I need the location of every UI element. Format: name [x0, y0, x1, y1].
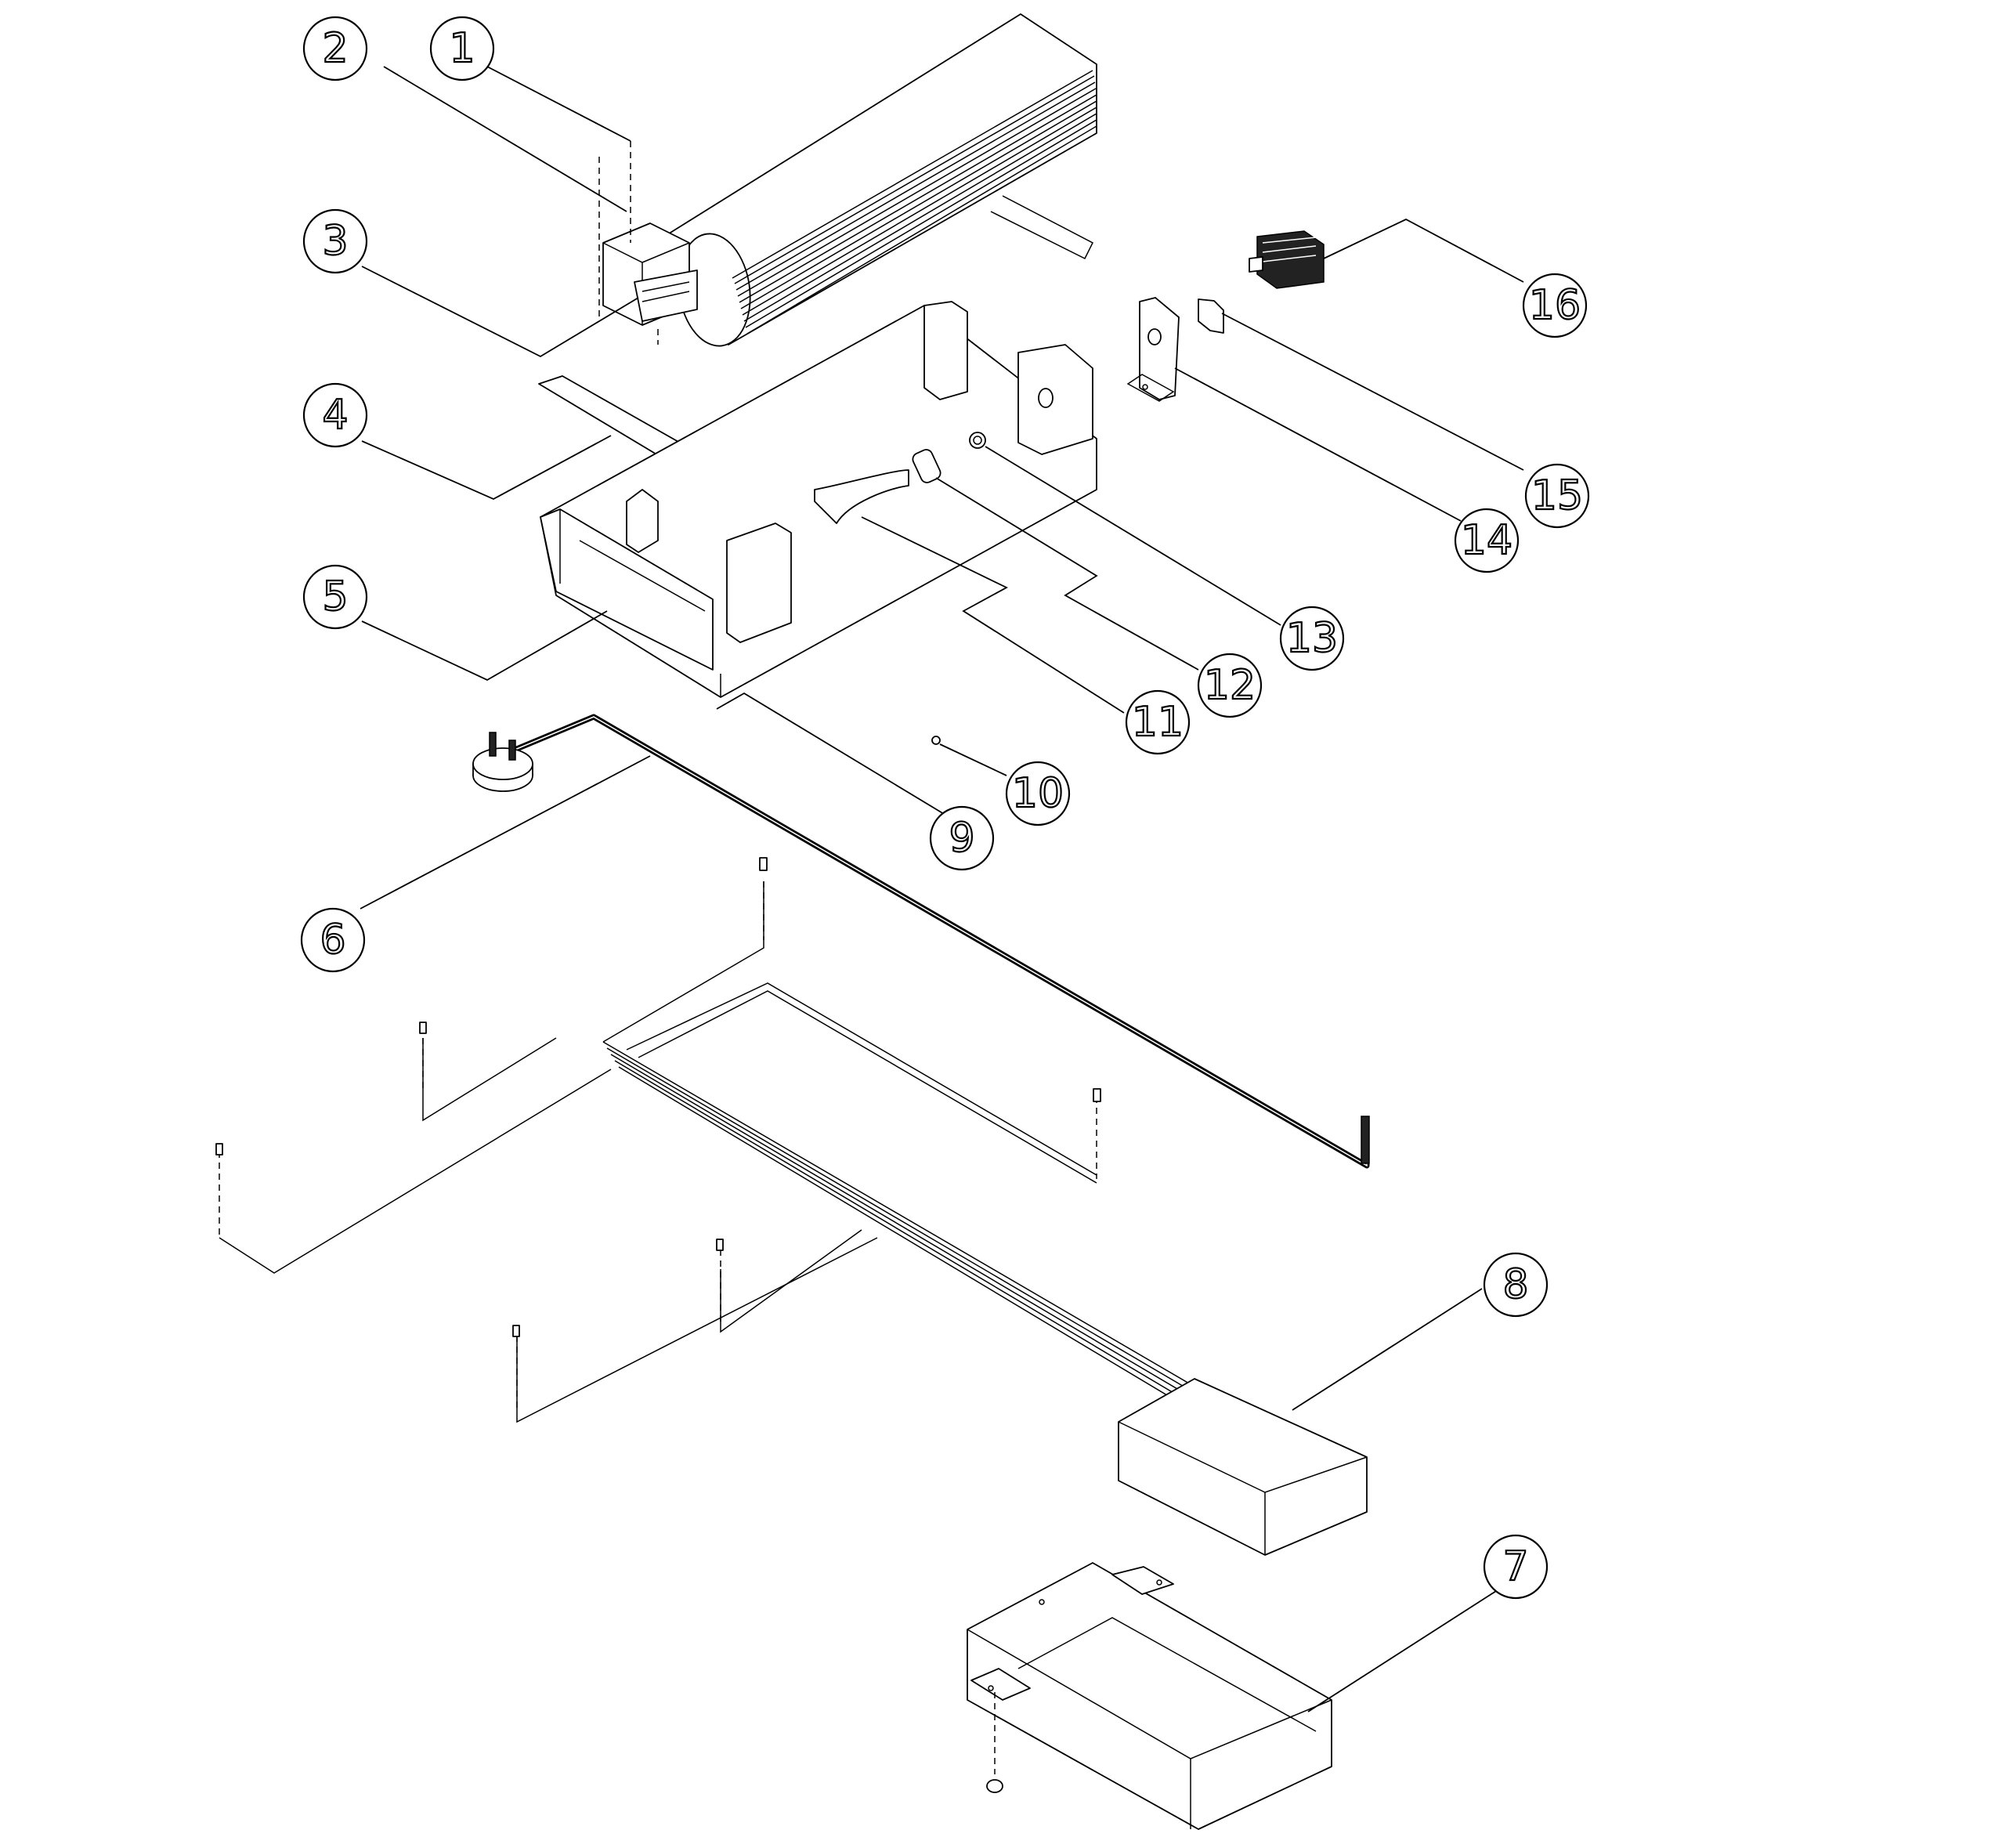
callout-12: 12 — [1197, 653, 1263, 718]
callout-14-label: 14 — [1461, 517, 1513, 564]
part-grommet — [969, 432, 986, 449]
callout-6: 6 — [300, 907, 366, 973]
callout-16: 16 — [1522, 273, 1588, 338]
part-power-cord — [472, 714, 1370, 1169]
callout-8-label: 8 — [1502, 1261, 1528, 1308]
part-mount-bracket — [1126, 297, 1180, 402]
callout-16-label: 16 — [1529, 282, 1581, 329]
callout-14: 14 — [1454, 508, 1520, 573]
callout-11-label: 11 — [1132, 699, 1184, 746]
callout-10: 10 — [1005, 761, 1071, 826]
callout-2: 2 — [302, 16, 368, 81]
callout-5-label: 5 — [322, 573, 348, 620]
part-small-clip — [1198, 298, 1224, 334]
part-hose — [814, 469, 909, 524]
callout-2-label: 2 — [322, 25, 348, 72]
callout-10-label: 10 — [1012, 770, 1064, 817]
callout-15-label: 15 — [1531, 472, 1583, 519]
part-mounting-tray — [967, 1562, 1332, 1830]
leader-lines — [360, 66, 1524, 1712]
callout-9: 9 — [929, 805, 995, 871]
callout-13-label: 13 — [1286, 615, 1338, 662]
callout-9-label: 9 — [949, 815, 974, 862]
callout-5: 5 — [302, 564, 368, 630]
part-screw — [931, 736, 941, 745]
callout-15: 15 — [1524, 463, 1590, 529]
callout-11: 11 — [1125, 689, 1191, 755]
callout-13: 13 — [1279, 606, 1345, 671]
part-control-box — [1118, 1378, 1368, 1556]
callout-1-label: 1 — [449, 25, 475, 72]
callout-7-label: 7 — [1502, 1543, 1528, 1590]
callout-3: 3 — [302, 208, 368, 274]
part-housing-tube — [598, 13, 1097, 347]
callout-4-label: 4 — [322, 392, 348, 439]
wire-harness — [215, 857, 1195, 1423]
part-tube-fitting — [912, 449, 941, 483]
callout-7: 7 — [1483, 1534, 1549, 1600]
callout-3-label: 3 — [322, 218, 348, 265]
part-switch — [1249, 230, 1325, 289]
callout-4: 4 — [302, 382, 368, 448]
callout-6-label: 6 — [320, 917, 345, 964]
callout-8: 8 — [1483, 1252, 1549, 1318]
callout-12-label: 12 — [1204, 662, 1256, 709]
callout-1: 1 — [429, 16, 495, 81]
